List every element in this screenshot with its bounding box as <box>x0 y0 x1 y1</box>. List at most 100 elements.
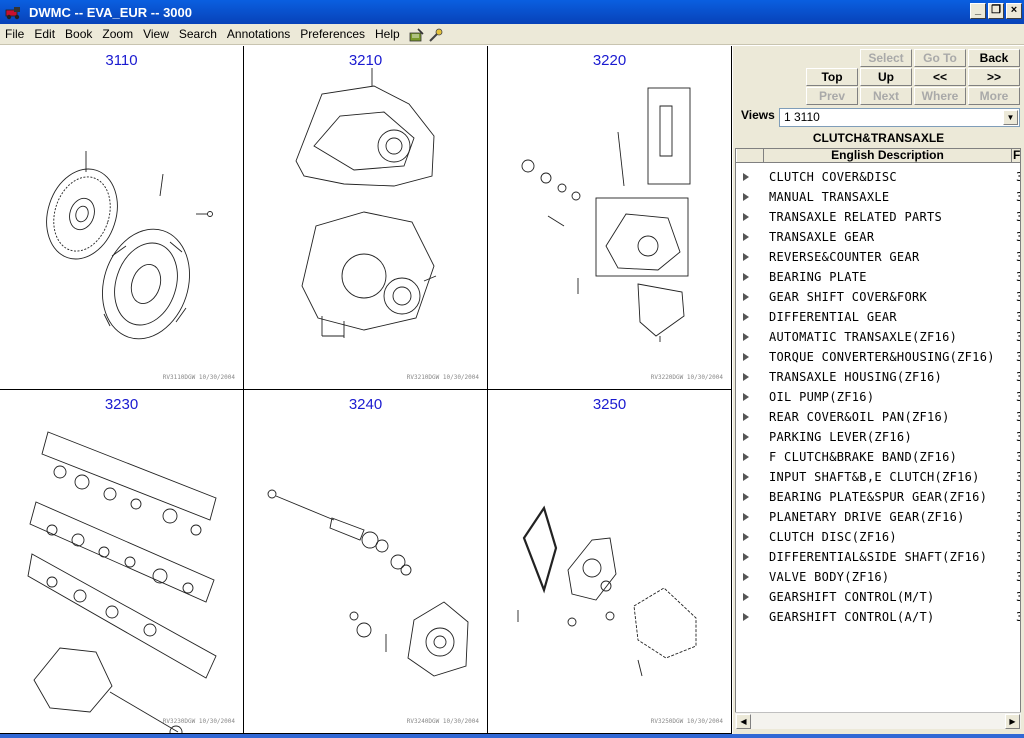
list-item[interactable]: REAR COVER&OIL PAN(ZF16)3 <box>736 408 1020 428</box>
list-item[interactable]: GEAR SHIFT COVER&FORK3 <box>736 288 1020 308</box>
header-extra[interactable]: F <box>1013 148 1021 162</box>
drawing-3230[interactable]: 3230 RV3230DGW 10/30/2004 <box>0 390 244 734</box>
expand-triangle-icon[interactable] <box>743 513 749 521</box>
list-item[interactable]: MANUAL TRANSAXLE3 <box>736 188 1020 208</box>
select-button[interactable]: Select <box>860 49 912 67</box>
menu-book[interactable]: Book <box>65 27 93 41</box>
item-description: INPUT SHAFT&B,E CLUTCH(ZF16) <box>769 470 980 484</box>
next-page-button[interactable]: >> <box>968 68 1020 86</box>
expand-triangle-icon[interactable] <box>743 233 749 241</box>
expand-triangle-icon[interactable] <box>743 293 749 301</box>
drawing-3250[interactable]: 3250 RV3250DGW 10/30/2004 <box>488 390 732 734</box>
expand-triangle-icon[interactable] <box>743 573 749 581</box>
back-button[interactable]: Back <box>968 49 1020 67</box>
app-icon[interactable] <box>5 4 23 20</box>
expand-triangle-icon[interactable] <box>743 493 749 501</box>
header-description[interactable]: English Description <box>764 149 1012 162</box>
header-expand-column[interactable] <box>736 149 764 162</box>
drawing-3240[interactable]: 3240 RV3240DGW 10/30/2004 <box>244 390 488 734</box>
list-item[interactable]: GEARSHIFT CONTROL(A/T)3 <box>736 608 1020 628</box>
wrench-icon[interactable] <box>426 26 443 43</box>
menu-search[interactable]: Search <box>178 27 217 41</box>
item-description: BEARING PLATE <box>769 270 867 284</box>
horizontal-scrollbar[interactable]: ◀ ▶ <box>735 712 1021 729</box>
manual-transaxle-diagram <box>295 68 437 338</box>
list-item[interactable]: PLANETARY DRIVE GEAR(ZF16)3 <box>736 508 1020 528</box>
list-item[interactable]: DIFFERENTIAL&SIDE SHAFT(ZF16)3 <box>736 548 1020 568</box>
item-description: TRANSAXLE GEAR <box>769 230 875 244</box>
list-item[interactable]: BEARING PLATE&SPUR GEAR(ZF16)3 <box>736 488 1020 508</box>
expand-triangle-icon[interactable] <box>743 273 749 281</box>
list-item[interactable]: PARKING LEVER(ZF16)3 <box>736 428 1020 448</box>
previous-page-button[interactable]: << <box>914 68 966 86</box>
menu-file[interactable]: File <box>5 27 25 41</box>
up-button[interactable]: Up <box>860 68 912 86</box>
item-description: DIFFERENTIAL&SIDE SHAFT(ZF16) <box>769 550 988 564</box>
list-item[interactable]: DIFFERENTIAL GEAR3 <box>736 308 1020 328</box>
list-item[interactable]: REVERSE&COUNTER GEAR3 <box>736 248 1020 268</box>
bearing-plate-diagram <box>517 505 697 677</box>
item-description: OIL PUMP(ZF16) <box>769 390 875 404</box>
list-item[interactable]: VALVE BODY(ZF16)3 <box>736 568 1020 588</box>
list-item[interactable]: TORQUE CONVERTER&HOUSING(ZF16)3 <box>736 348 1020 368</box>
expand-triangle-icon[interactable] <box>743 473 749 481</box>
expand-triangle-icon[interactable] <box>743 393 749 401</box>
expand-triangle-icon[interactable] <box>743 413 749 421</box>
menu-preferences[interactable]: Preferences <box>300 27 365 41</box>
list-item[interactable]: INPUT SHAFT&B,E CLUTCH(ZF16) 3 <box>736 468 1020 488</box>
expand-triangle-icon[interactable] <box>743 433 749 441</box>
item-description: CLUTCH COVER&DISC <box>769 170 897 184</box>
list-item[interactable]: OIL PUMP(ZF16)3 <box>736 388 1020 408</box>
chevron-down-icon[interactable]: ▼ <box>1003 110 1018 125</box>
list-item[interactable]: TRANSAXLE RELATED PARTS3 <box>736 208 1020 228</box>
list-item[interactable]: AUTOMATIC TRANSAXLE(ZF16)3 <box>736 328 1020 348</box>
top-button[interactable]: Top <box>806 68 858 86</box>
views-dropdown[interactable]: 1 3110 ▼ <box>779 108 1020 127</box>
book-pen-icon[interactable] <box>407 26 424 43</box>
expand-triangle-icon[interactable] <box>743 533 749 541</box>
minimize-button[interactable]: _ <box>970 3 986 19</box>
drawing-number: 3210 <box>348 52 383 69</box>
item-extra-value: 3 <box>1016 570 1020 584</box>
scroll-right-icon[interactable]: ▶ <box>1005 714 1020 729</box>
expand-triangle-icon[interactable] <box>743 373 749 381</box>
goto-button[interactable]: Go To <box>914 49 966 67</box>
expand-triangle-icon[interactable] <box>743 193 749 201</box>
expand-triangle-icon[interactable] <box>743 313 749 321</box>
drawing-3210[interactable]: 3210 RV3210DGW 10/30/2004 <box>244 46 488 390</box>
restore-button[interactable]: ❐ <box>988 3 1004 19</box>
list-item[interactable]: TRANSAXLE HOUSING(ZF16)3 <box>736 368 1020 388</box>
expand-triangle-icon[interactable] <box>743 553 749 561</box>
expand-triangle-icon[interactable] <box>743 613 749 621</box>
drawing-3220[interactable]: 3220 RV3220DGW 10/30/2004 <box>488 46 732 390</box>
expand-triangle-icon[interactable] <box>743 353 749 361</box>
more-button[interactable]: More <box>968 87 1020 105</box>
menu-help[interactable]: Help <box>375 27 400 41</box>
expand-triangle-icon[interactable] <box>743 453 749 461</box>
menu-view[interactable]: View <box>143 27 169 41</box>
list-item[interactable]: BEARING PLATE3 <box>736 268 1020 288</box>
next-button[interactable]: Next <box>860 87 912 105</box>
close-button[interactable]: × <box>1006 3 1022 19</box>
where-button[interactable]: Where <box>914 87 966 105</box>
list-item[interactable]: GEARSHIFT CONTROL(M/T)3 <box>736 588 1020 608</box>
prev-button[interactable]: Prev <box>806 87 858 105</box>
list-item[interactable]: F CLUTCH&BRAKE BAND(ZF16)3 <box>736 448 1020 468</box>
item-description: TORQUE CONVERTER&HOUSING(ZF16) <box>769 350 995 364</box>
list-item[interactable]: CLUTCH DISC(ZF16)3 <box>736 528 1020 548</box>
expand-triangle-icon[interactable] <box>743 173 749 181</box>
menu-annotations[interactable]: Annotations <box>226 27 291 41</box>
menu-edit[interactable]: Edit <box>34 27 56 41</box>
drawing-3110[interactable]: 3110 RV3110DGW 10/30/2004 <box>0 46 244 390</box>
expand-triangle-icon[interactable] <box>743 253 749 261</box>
expand-triangle-icon[interactable] <box>743 213 749 221</box>
expand-triangle-icon[interactable] <box>743 593 749 601</box>
menu-zoom[interactable]: Zoom <box>102 27 134 41</box>
item-extra-value: 3 <box>1016 470 1020 484</box>
expand-triangle-icon[interactable] <box>743 333 749 341</box>
list-item[interactable]: CLUTCH COVER&DISC3 <box>736 168 1020 188</box>
scroll-left-icon[interactable]: ◀ <box>736 714 751 729</box>
item-extra-value: 3 <box>1016 310 1020 324</box>
list-item[interactable]: TRANSAXLE GEAR3 <box>736 228 1020 248</box>
drawing-stamp: RV3110DGW 10/30/2004 <box>162 374 235 381</box>
